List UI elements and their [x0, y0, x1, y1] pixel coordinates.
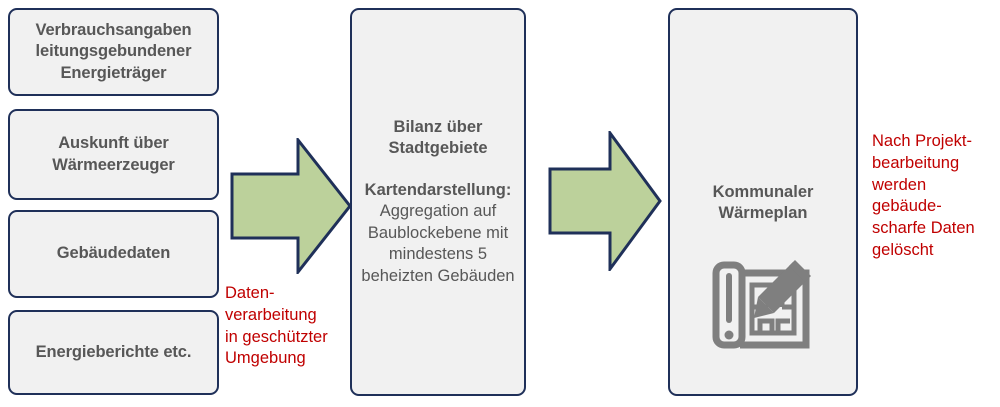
- processing-title: Bilanz über Stadtgebiete: [388, 117, 488, 158]
- note-data-deletion: Nach Projekt- bearbeitung werden gebäude…: [872, 132, 975, 259]
- output-title: Kommunaler Wärmeplan: [712, 183, 814, 223]
- input-box-label: Energieberichte etc.: [35, 342, 192, 361]
- processing-subtitle-body: Aggregation auf Baublockebene mit mindes…: [361, 202, 515, 285]
- processing-content: Bilanz über Stadtgebiete Kartendarstellu…: [360, 117, 516, 287]
- note-data-processing: Daten- verarbeitung in geschützter Umgeb…: [225, 284, 328, 368]
- blueprint-pencil-icon: [712, 259, 811, 349]
- arrow-inputs-to-processing-icon: [230, 138, 352, 274]
- processing-box: Bilanz über Stadtgebiete Kartendarstellu…: [350, 8, 526, 396]
- input-box-auskunft-waermeerzeuger: Auskunft über Wärmeerzeuger: [8, 109, 219, 200]
- input-box-label: Auskunft über Wärmeerzeuger: [52, 134, 175, 174]
- input-box-verbrauchsangaben: Verbrauchsangaben leitungsgebundener Ene…: [8, 8, 219, 96]
- output-box: Kommunaler Wärmeplan: [668, 8, 858, 396]
- input-box-label: Gebäudedaten: [56, 244, 171, 263]
- input-box-energieberichte: Energieberichte etc.: [8, 310, 219, 395]
- arrow-processing-to-output-icon: [548, 131, 662, 271]
- processing-subtitle-head: Kartendarstellung:: [364, 180, 512, 199]
- input-box-label: Verbrauchsangaben leitungsgebundener Ene…: [35, 21, 192, 82]
- input-box-gebaeudedaten: Gebäudedaten: [8, 210, 219, 298]
